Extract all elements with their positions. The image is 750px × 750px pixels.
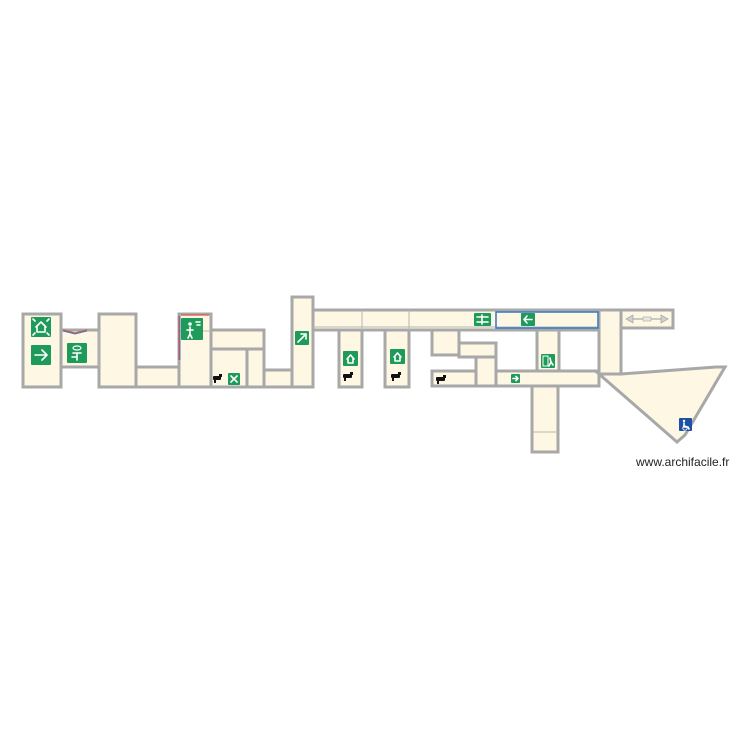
highlight-corridor-frame	[495, 311, 599, 329]
room-south-wing	[530, 384, 560, 454]
rooms	[21, 295, 728, 454]
assembly-point-sign-icon	[31, 317, 51, 337]
assembly-point-sign-b-icon	[390, 349, 405, 364]
emergency-door-release-sign-icon	[474, 313, 491, 326]
extinguisher-cabinet-sign-icon	[228, 373, 240, 385]
fire-extinguisher-icon	[436, 375, 446, 384]
door-markers	[62, 314, 209, 360]
assembly-point-sign-a-icon	[343, 351, 358, 366]
room-east-pillar	[597, 308, 623, 376]
room-extinguisher-east	[430, 369, 478, 388]
room-small-b	[457, 341, 498, 359]
room-small-c	[474, 355, 498, 388]
wheelchair-accessible-sign-icon	[679, 418, 692, 431]
fire-extinguisher-icon	[343, 372, 353, 381]
room-corridor-low	[134, 365, 181, 389]
exit-arrow-diagonal-sign-icon	[295, 331, 309, 345]
ramp-diagonal	[594, 365, 728, 444]
safety-shower-sign-icon	[181, 318, 203, 340]
exit-arrow-right-small-sign-icon	[511, 374, 520, 383]
room-upper-band	[209, 328, 266, 351]
room-small-a	[430, 328, 461, 357]
watermark-text: www.archifacile.fr	[636, 455, 730, 469]
room-connector	[262, 368, 294, 389]
room-tall-west	[97, 312, 138, 389]
exit-arrow-left-sign-icon	[521, 313, 535, 326]
fire-extinguisher-icon	[213, 374, 222, 383]
fire-extinguisher-icon	[391, 372, 401, 381]
eye-wash-station-sign-icon	[67, 343, 87, 363]
room-narrow	[245, 347, 266, 389]
exit-arrow-right-sign-icon	[31, 345, 51, 365]
emergency-exit-running-man-sign-icon	[541, 354, 555, 368]
dimension-arrow	[625, 314, 669, 324]
